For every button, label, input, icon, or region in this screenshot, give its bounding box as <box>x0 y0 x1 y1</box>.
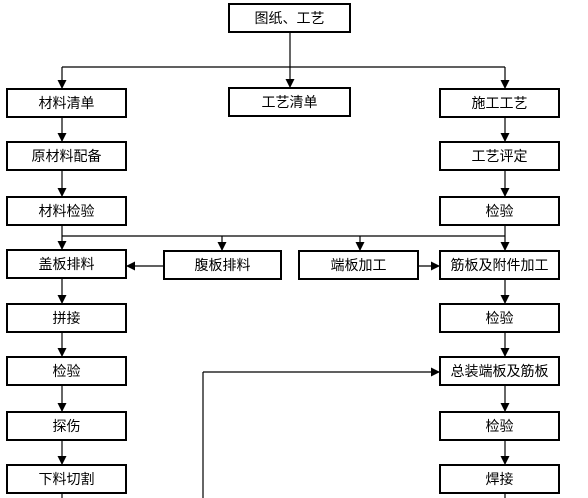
node-inspection-right-2: 检验 <box>439 303 560 333</box>
node-box <box>298 250 419 280</box>
node-box <box>439 411 560 441</box>
node-label: 总装端板及筋板 <box>451 363 549 380</box>
arrowhead <box>57 403 67 412</box>
arrowhead <box>57 348 67 357</box>
node-box <box>439 250 560 280</box>
arrowhead <box>431 261 440 271</box>
arrowhead <box>500 295 510 304</box>
node-box <box>6 464 127 494</box>
node-label: 工艺评定 <box>472 149 528 165</box>
node-label: 端板加工 <box>331 258 387 274</box>
node-inspection-right-3: 检验 <box>439 411 560 441</box>
node-label: 图纸、工艺 <box>255 11 325 27</box>
arrowhead <box>500 403 510 412</box>
arrowhead <box>57 133 67 142</box>
node-rib-machining: 筋板及附件加工 <box>439 250 560 280</box>
node-box <box>439 196 560 226</box>
node-label: 拼接 <box>53 310 81 327</box>
arrowhead <box>57 295 67 304</box>
arrowhead <box>57 80 67 89</box>
node-box <box>439 88 560 118</box>
flow-nodes: 图纸、工艺材料清单工艺清单施工工艺原材料配备工艺评定材料检验检验盖板排料腹板排料… <box>6 3 560 494</box>
node-box <box>228 87 351 117</box>
node-splicing: 拼接 <box>6 303 127 333</box>
arrowhead <box>500 456 510 465</box>
arrowhead <box>57 188 67 197</box>
arrowhead <box>355 242 365 251</box>
node-label: 材料清单 <box>39 96 95 112</box>
arrowhead <box>57 456 67 465</box>
node-raw-material-prep: 原材料配备 <box>6 141 127 171</box>
node-box <box>439 303 560 333</box>
node-inspection-left-1: 检验 <box>6 356 127 386</box>
node-material-inspection: 材料检验 <box>6 196 127 226</box>
node-box <box>6 411 127 441</box>
node-construction-process: 施工工艺 <box>439 88 560 118</box>
node-label: 材料检验 <box>39 204 95 220</box>
arrowhead <box>500 348 510 357</box>
node-label: 下料切割 <box>39 471 95 488</box>
node-box <box>6 356 127 386</box>
node-cover-plate-layout: 盖板排料 <box>6 249 127 279</box>
arrowhead <box>126 261 135 271</box>
arrowhead <box>500 133 510 142</box>
node-assembly: 总装端板及筋板 <box>439 356 560 386</box>
node-box <box>439 141 560 171</box>
flow-connectors <box>57 32 510 498</box>
node-end-plate-machining: 端板加工 <box>298 250 419 280</box>
node-box <box>228 3 351 33</box>
node-box <box>6 88 127 118</box>
node-label: 施工工艺 <box>472 96 528 112</box>
node-box <box>6 303 127 333</box>
node-label: 盖板排料 <box>39 257 95 273</box>
node-process-list: 工艺清单 <box>228 87 351 117</box>
arrowhead <box>217 242 227 251</box>
node-label: 探伤 <box>53 419 81 435</box>
node-label: 焊接 <box>486 471 514 488</box>
node-web-plate-layout: 腹板排料 <box>163 250 282 280</box>
arrowhead <box>500 80 510 89</box>
node-welding: 焊接 <box>439 464 560 494</box>
node-label: 腹板排料 <box>195 257 251 274</box>
node-material-list: 材料清单 <box>6 88 127 118</box>
node-label: 检验 <box>486 311 514 327</box>
node-box <box>6 141 127 171</box>
node-label: 筋板及附件加工 <box>451 257 549 274</box>
node-process-evaluation: 工艺评定 <box>439 141 560 171</box>
arrowhead <box>500 242 510 251</box>
node-label: 检验 <box>53 364 81 380</box>
node-label: 检验 <box>486 204 514 220</box>
node-drawings: 图纸、工艺 <box>228 3 351 33</box>
arrowhead <box>285 79 295 88</box>
arrowhead <box>431 367 440 377</box>
node-label: 工艺清单 <box>262 95 318 111</box>
node-box <box>6 249 127 279</box>
node-box <box>163 250 282 280</box>
node-label: 原材料配备 <box>32 148 102 165</box>
node-label: 检验 <box>486 419 514 435</box>
node-box <box>439 356 560 386</box>
node-box <box>6 196 127 226</box>
arrowhead <box>57 241 67 250</box>
node-box <box>439 464 560 494</box>
arrowhead <box>500 188 510 197</box>
node-inspection-right-1: 检验 <box>439 196 560 226</box>
node-cutting: 下料切割 <box>6 464 127 494</box>
node-flaw-detection: 探伤 <box>6 411 127 441</box>
